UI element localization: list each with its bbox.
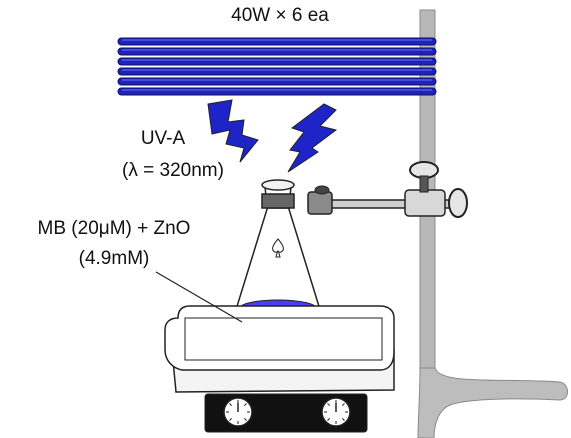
clamp-connector: [404, 189, 446, 217]
clamp-knob-side: [448, 188, 468, 218]
uv-type-label: UV-A: [140, 128, 186, 149]
stand-base: [417, 367, 568, 438]
uv-light-rays: [207, 99, 338, 173]
ring-stand: [417, 9, 568, 438]
uv-lamp-tube: [117, 57, 437, 66]
magnetic-stir-plate: [164, 305, 395, 433]
concentration-label: (4.9mM): [78, 248, 150, 269]
flask-clamp: [307, 161, 468, 218]
uv-bolt-right-icon: [287, 103, 338, 173]
uv-lamp-bank: [117, 37, 437, 96]
uv-lamp-tube: [117, 87, 437, 96]
solution-label: MB (20μM) + ZnO: [37, 218, 191, 239]
uv-lamp-tube: [117, 47, 437, 56]
flask-mouth: [261, 179, 295, 191]
wavelength-label: (λ = 320nm): [122, 160, 224, 181]
control-knob-icon: [321, 397, 351, 427]
stir-plate-top: [164, 305, 395, 371]
stir-plate-rim: [184, 317, 383, 361]
uv-lamp-tube: [117, 67, 437, 76]
control-knob-icon: [223, 397, 253, 427]
spade-mark-icon: [272, 238, 284, 258]
clamp-screw-top: [419, 175, 429, 193]
sample-leader-line: [155, 271, 243, 323]
clamp-band: [261, 193, 295, 209]
uv-bolt-left-icon: [207, 99, 259, 163]
lamp-power-label: 40W × 6 ea: [231, 5, 329, 26]
uv-lamp-tube: [117, 37, 437, 46]
clamp-pin: [314, 185, 330, 195]
uv-lamp-tube: [117, 77, 437, 86]
clamp-jaw: [307, 191, 333, 215]
